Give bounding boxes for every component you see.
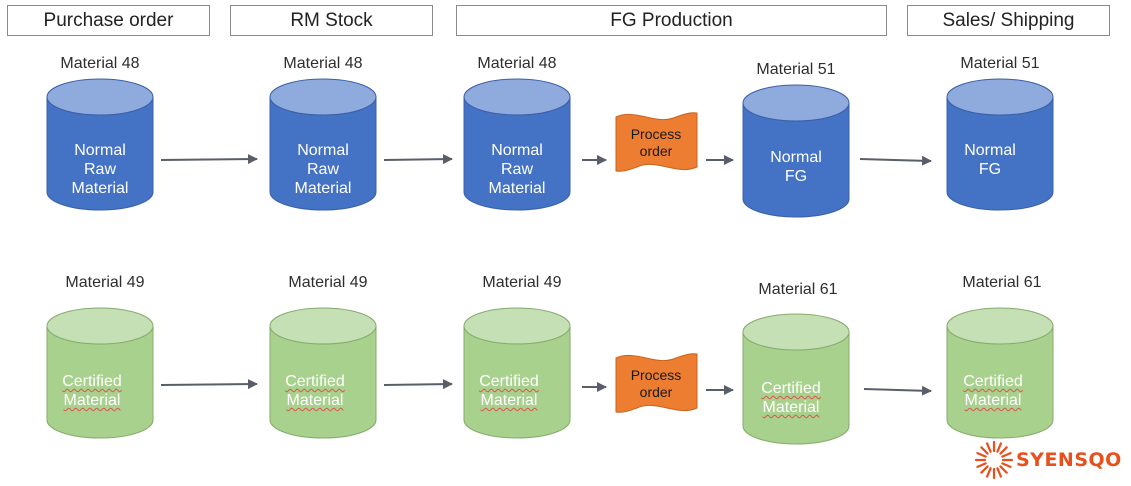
cylinder-text-certified-rm: Certified Material [285,373,345,409]
cylinder-certified-fg-in [463,307,571,439]
cylinder-normal-fg-in [463,78,571,211]
header-purchase-order: Purchase order [7,5,210,36]
cylinder-text-certified-fg-out: Certified Material [761,380,821,416]
cylinder-text-normal-rm: Normal Raw Material [294,142,352,197]
header-sales-shipping: Sales/ Shipping [907,5,1110,36]
material-label-normal-po: Material 48 [60,55,140,72]
arrow-certified-1 [160,379,258,390]
cylinder-text-certified-po: Certified Material [62,373,122,409]
cylinder-text-normal-fg-in: Normal Raw Material [488,142,546,197]
material-label-certified-fg-out: Material 61 [758,281,838,298]
material-label-normal-sales: Material 51 [960,55,1040,72]
cylinder-text-normal-fg-out: Normal FG [770,149,822,185]
cylinder-normal-sales [946,78,1054,211]
arrow-certified-2 [383,379,453,390]
header-rm-stock: RM Stock [230,5,433,36]
cylinder-text-normal-sales: Normal FG [964,142,1016,178]
syensqo-logo-icon [974,440,1014,480]
material-label-normal-fg-out: Material 51 [756,61,836,78]
material-label-certified-po: Material 49 [65,274,145,291]
arrow-normal-1 [160,154,258,165]
syensqo-logo: SYENSQO [976,438,1122,482]
cylinder-text-certified-sales: Certified Material [963,373,1023,409]
cylinder-text-normal-po: Normal Raw Material [71,142,129,197]
cylinder-certified-po [46,307,154,439]
process-order-shape-normal [615,112,698,172]
process-order-shape-certified [615,353,698,413]
cylinder-certified-sales [946,307,1054,439]
cylinder-certified-fg-out [742,313,850,445]
material-label-certified-sales: Material 61 [962,274,1042,291]
header-fg-production: FG Production [456,5,887,36]
arrow-normal-5 [859,155,932,166]
process-order-text-certified: Process order [630,367,682,400]
material-label-normal-fg-in: Material 48 [477,55,557,72]
logo-text: SYENSQO [1016,449,1122,471]
cylinder-normal-fg-out [742,84,850,218]
cylinder-certified-rm [269,307,377,439]
cylinder-normal-rm [269,78,377,211]
process-order-text-normal: Process order [630,126,682,159]
material-label-normal-rm: Material 48 [283,55,363,72]
cylinder-text-certified-fg-in: Certified Material [479,373,539,409]
material-label-certified-rm: Material 49 [288,274,368,291]
arrow-normal-2 [383,154,453,165]
material-label-certified-fg-in: Material 49 [482,274,562,291]
cylinder-normal-po [46,78,154,211]
arrow-certified-5 [863,385,932,396]
